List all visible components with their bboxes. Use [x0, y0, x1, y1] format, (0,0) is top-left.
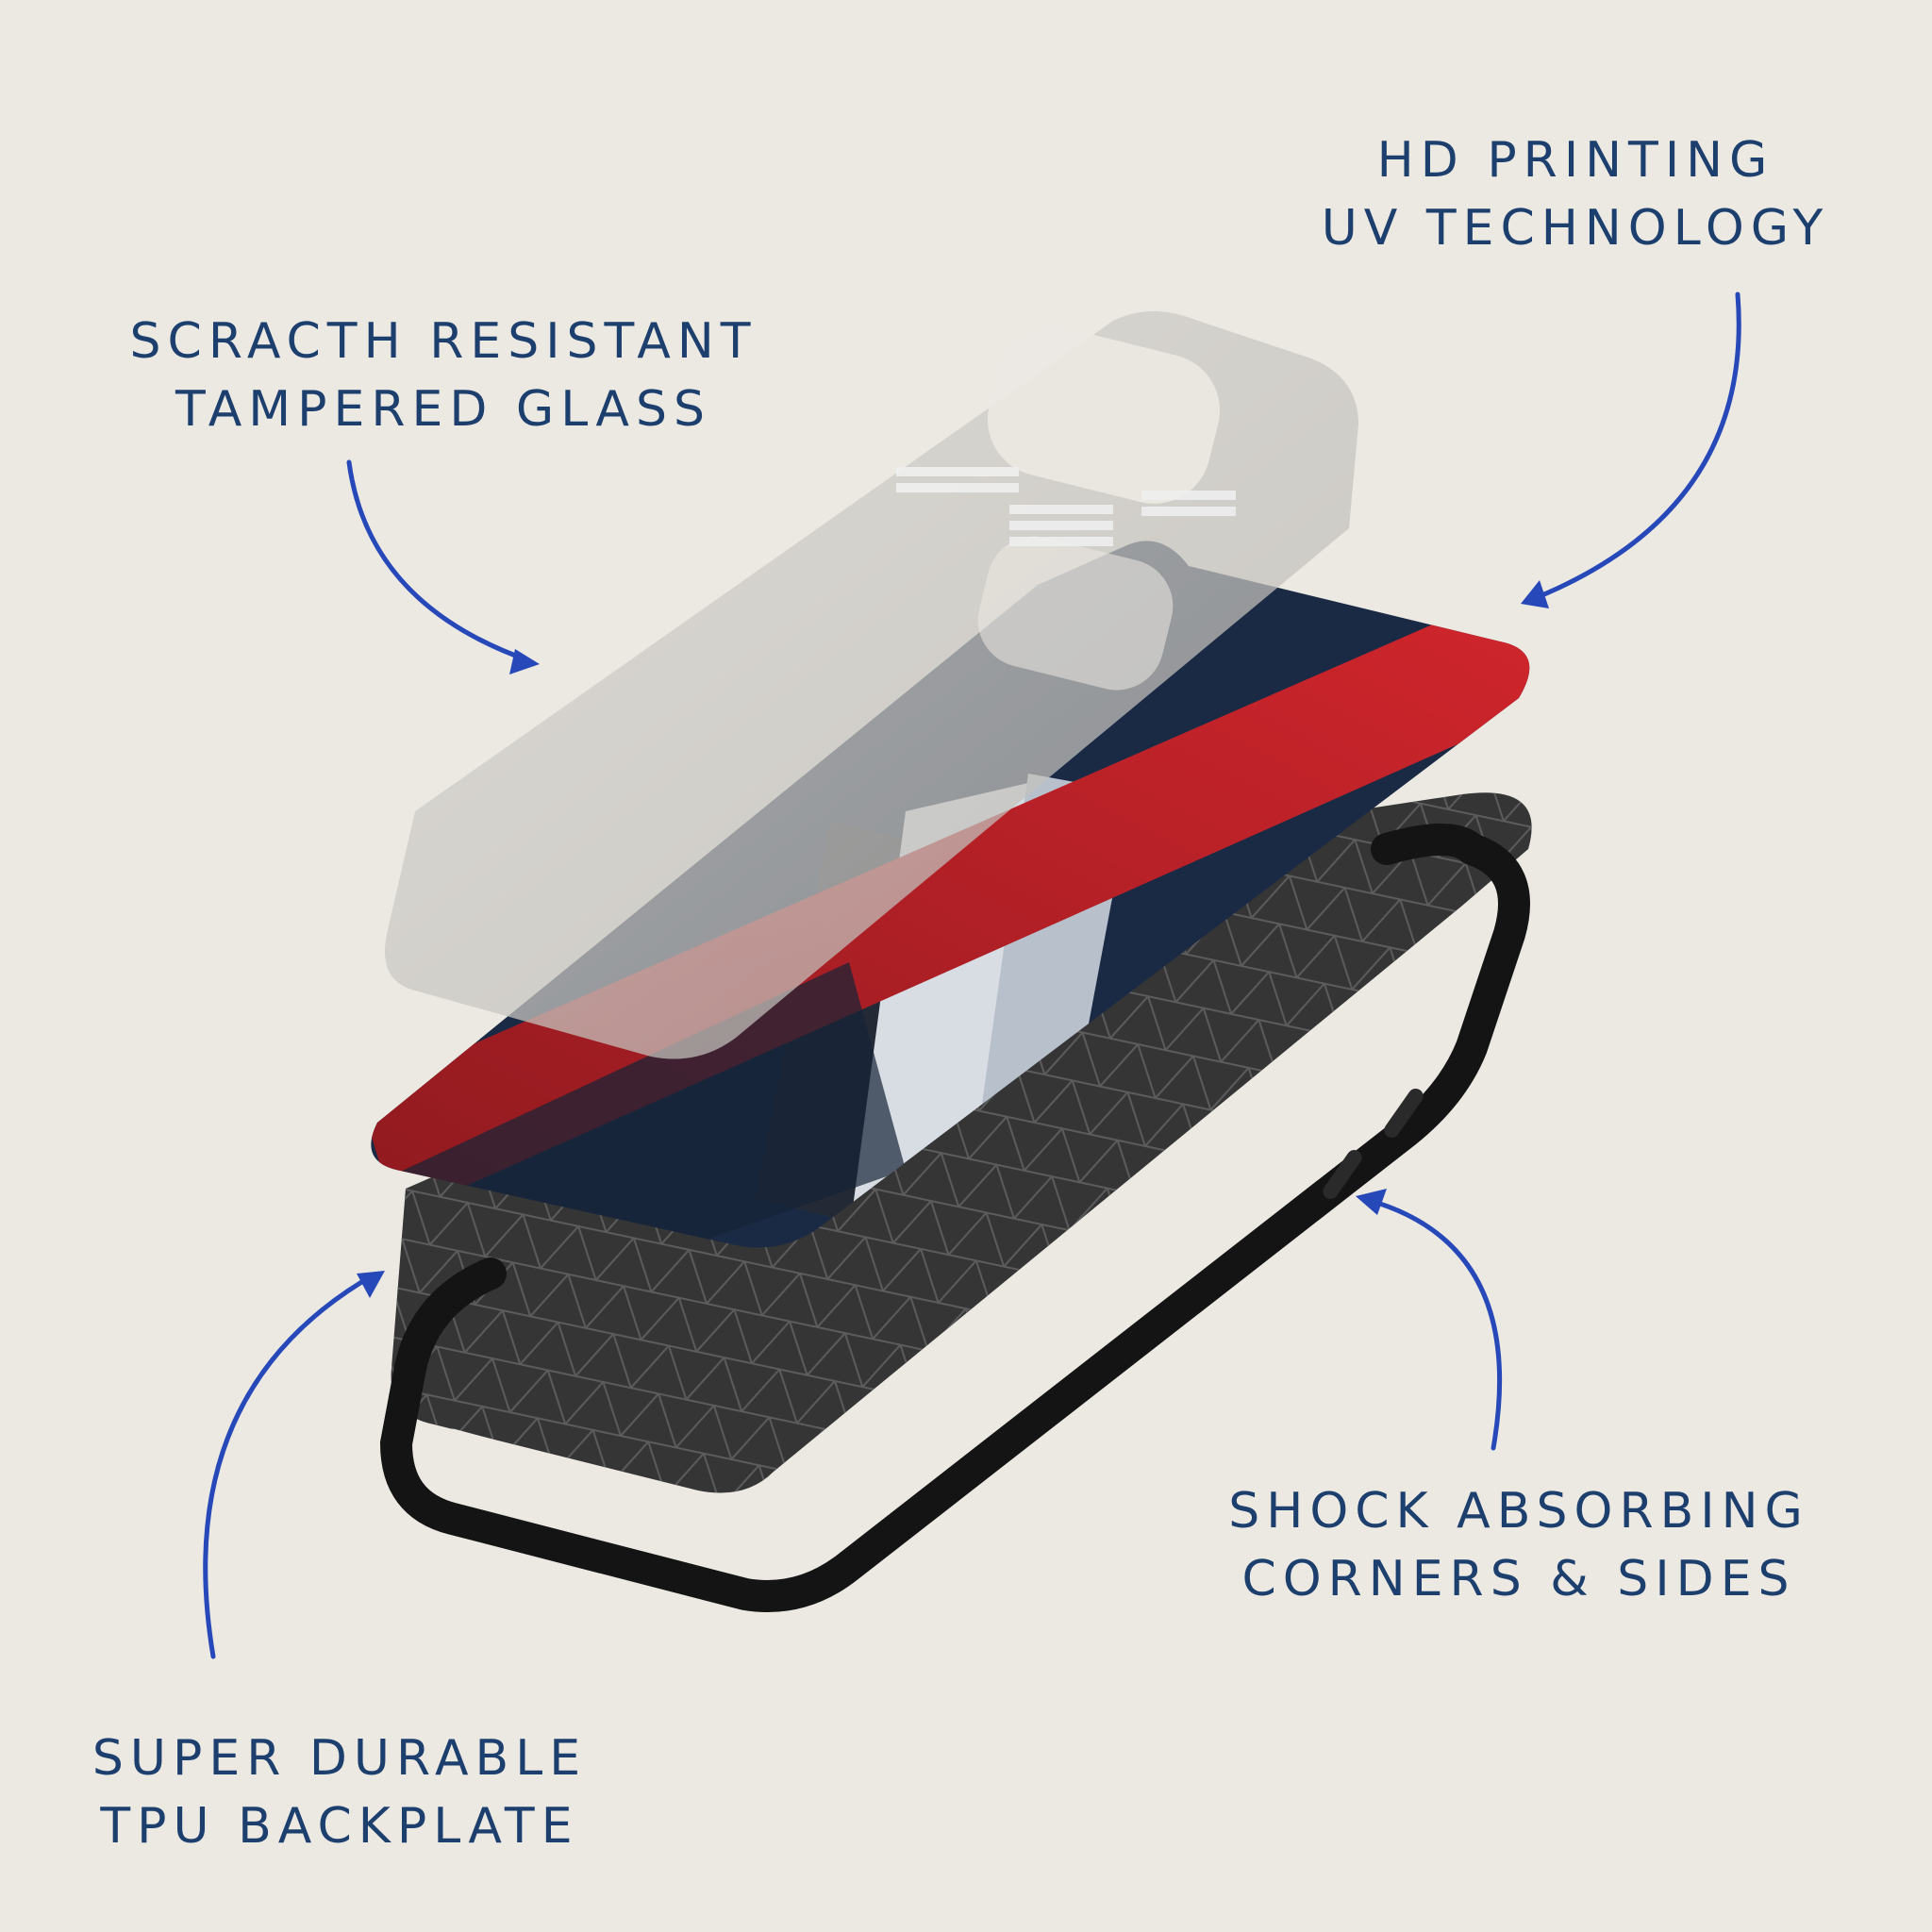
glass-feature-label: SCRACTH RESISTANT TAMPERED GLASS: [104, 308, 783, 443]
arrow-tpu-icon: [203, 1275, 371, 1659]
arrow-shock-icon: [1365, 1197, 1503, 1451]
arrow-glass-icon: [346, 459, 531, 663]
tpu-backplate: [391, 792, 1532, 1493]
tempered-glass-layer: [385, 311, 1358, 1059]
arrowhead-tpu-icon: [357, 1271, 385, 1298]
arrow-print-icon: [1530, 291, 1741, 602]
shock-label-line2: CORNERS & SIDES: [1241, 1551, 1796, 1607]
print-feature-label: HD PRINTING UV TECHNOLOGY: [1292, 126, 1858, 262]
tpu-feature-label: SUPER DURABLE TPU BACKPLATE: [57, 1724, 623, 1860]
tpu-label-line2: TPU BACKPLATE: [100, 1798, 579, 1855]
glass-label-line2: TAMPERED GLASS: [175, 381, 711, 438]
arrowhead-print-icon: [1521, 580, 1549, 608]
print-label-line2: UV TECHNOLOGY: [1321, 200, 1830, 257]
bumper-frame: [379, 824, 1530, 1612]
shock-label-line1: SHOCK ABSORBING: [1228, 1483, 1809, 1540]
glass-label-line1: SCRACTH RESISTANT: [129, 313, 758, 370]
arrowhead-shock-icon: [1356, 1189, 1387, 1215]
arrowhead-glass-icon: [509, 649, 540, 675]
shock-feature-label: SHOCK ABSORBING CORNERS & SIDES: [1198, 1477, 1840, 1613]
tpu-label-line1: SUPER DURABLE: [92, 1730, 588, 1787]
print-label-line1: HD PRINTING: [1376, 132, 1774, 189]
